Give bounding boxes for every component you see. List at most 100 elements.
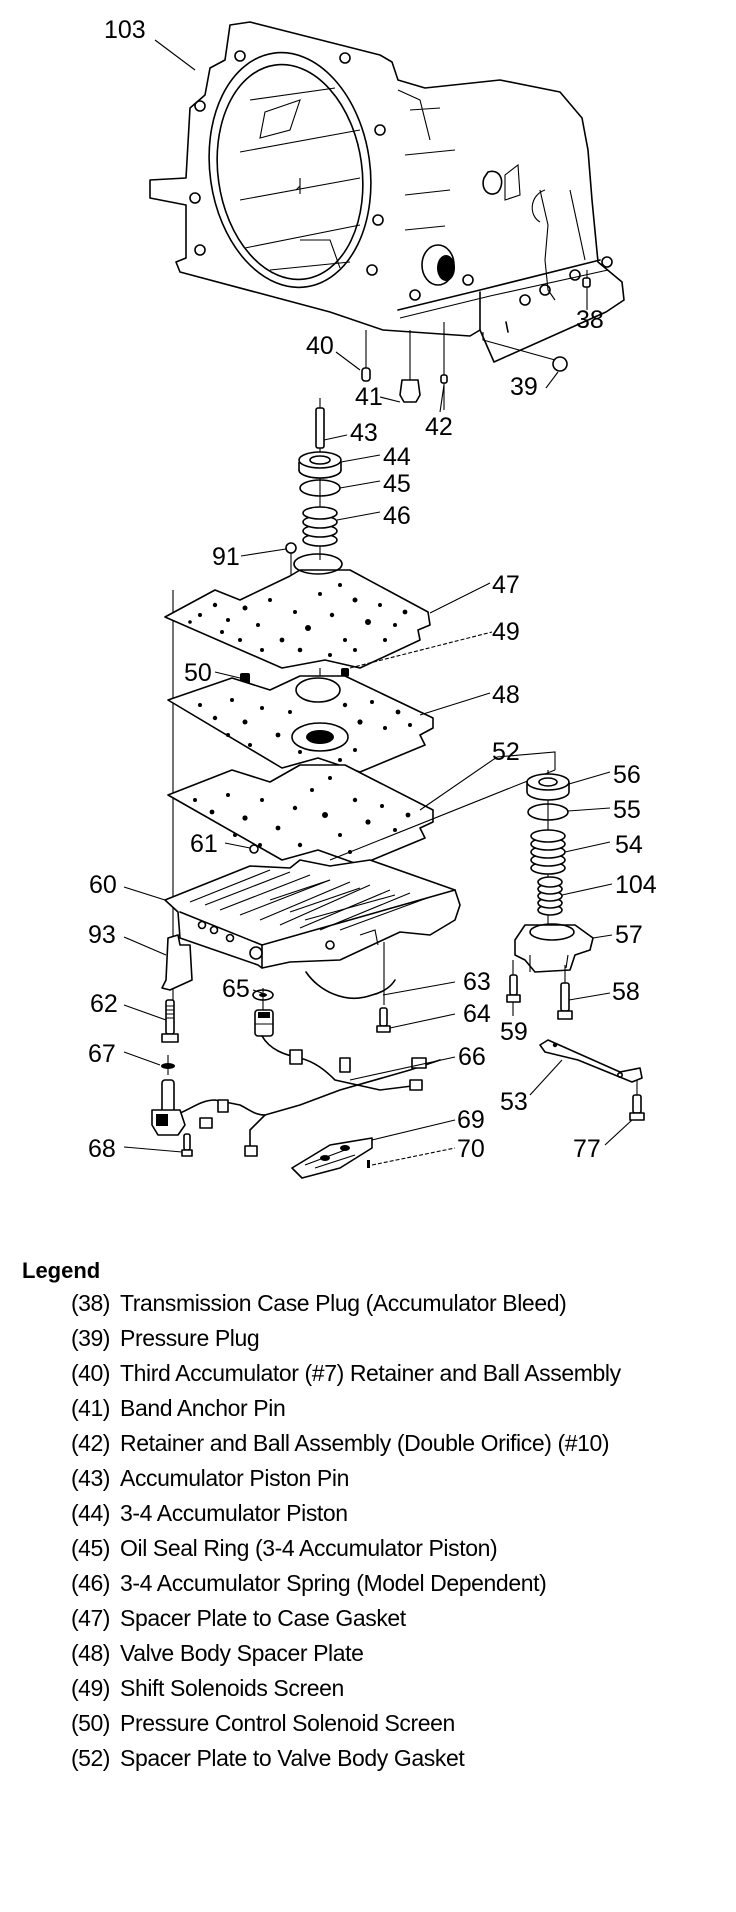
legend-item-description: Transmission Case Plug (Accumulator Blee… <box>120 1290 567 1316</box>
legend-item-description: Band Anchor Pin <box>120 1395 286 1421</box>
legend-item: (49)Shift Solenoids Screen <box>22 1673 722 1703</box>
legend-item: (43) Accumulator Piston Pin <box>22 1463 722 1493</box>
accumulator-piston-56 <box>526 771 611 801</box>
bolt-59 <box>506 960 521 1016</box>
legend-item-description: Spacer Plate to Case Gasket <box>120 1605 406 1631</box>
legend-item-description: Valve Body Spacer Plate <box>120 1640 364 1666</box>
callout-56: 56 <box>613 761 641 789</box>
callout-55: 55 <box>613 796 641 824</box>
bolt-77 <box>604 1080 645 1146</box>
legend-item: (42)Retainer and Ball Assembly (Double O… <box>22 1428 722 1458</box>
callout-69: 69 <box>457 1106 485 1134</box>
callout-93: 93 <box>88 921 116 949</box>
legend-list: (38)Transmission Case Plug (Accumulator … <box>22 1288 722 1773</box>
legend-item: (40)Third Accumulator (#7) Retainer and … <box>22 1358 722 1388</box>
callout-44: 44 <box>383 443 411 471</box>
seal-65 <box>252 988 274 1010</box>
filter-69 <box>291 1119 456 1179</box>
accumulator-spring-54 <box>530 829 611 875</box>
callout-38: 38 <box>576 306 604 334</box>
legend-item-description: 3-4 Accumulator Piston <box>120 1500 348 1526</box>
callout-57: 57 <box>615 921 643 949</box>
callout-70: 70 <box>457 1135 485 1163</box>
retainer-ball-40 <box>361 367 371 382</box>
retainer-ball-42 <box>440 374 448 384</box>
legend-title: Legend <box>22 1258 101 1283</box>
legend-item-description: Spacer Plate to Valve Body Gasket <box>120 1745 465 1771</box>
legend-item: (50)Pressure Control Solenoid Screen <box>22 1708 722 1738</box>
bracket-93 <box>161 934 193 991</box>
legend-item-description: 3-4 Accumulator Spring (Model Dependent) <box>120 1570 547 1596</box>
callout-47: 47 <box>492 571 520 599</box>
bracket-53 <box>529 1039 643 1096</box>
callout-104: 104 <box>615 871 657 899</box>
case-plug-38 <box>582 277 591 288</box>
legend-item-number: (46) <box>71 1570 110 1596</box>
valve-body-60 <box>164 859 461 969</box>
legend-item: (46) 3-4 Accumulator Spring (Model Depend… <box>22 1568 722 1598</box>
legend-item: (48) Valve Body Spacer Plate <box>22 1638 722 1668</box>
legend-item: (52) Spacer Plate to Valve Body Gasket <box>22 1743 722 1773</box>
callout-61: 61 <box>190 830 218 858</box>
bolt-62 <box>123 999 179 1043</box>
legend-item-number: (43) <box>71 1465 110 1491</box>
spacer-plate-to-valve-body-gasket-52 <box>167 751 556 866</box>
wiring-harness-66 <box>174 1035 456 1157</box>
callout-77: 77 <box>573 1135 601 1163</box>
transmission-case <box>149 21 625 363</box>
callout-40: 40 <box>306 332 334 360</box>
callout-52: 52 <box>492 738 520 766</box>
spacer-plate-to-case-gasket-47 <box>164 553 491 669</box>
callout-50: 50 <box>184 659 212 687</box>
legend-item: (39) Pressure Plug <box>22 1323 722 1353</box>
clip-63 <box>305 942 456 1005</box>
bolt-68 <box>123 1133 193 1157</box>
legend-item-number: (39) <box>71 1325 110 1351</box>
pin-70 <box>367 1147 456 1168</box>
legend-item-number: (45) <box>71 1535 110 1561</box>
exploded-view-diagram: 103 38 39 40 41 42 43 44 45 46 91 47 49 … <box>88 16 657 1179</box>
check-ball-91 <box>285 542 297 554</box>
legend-item-description: Accumulator Piston Pin <box>120 1465 349 1491</box>
legend-item-number: (41) <box>71 1395 110 1421</box>
callout-39: 39 <box>510 373 538 401</box>
oil-seal-ring-45 <box>299 479 381 497</box>
callout-42: 42 <box>425 413 453 441</box>
seal-67 <box>123 1051 175 1075</box>
legend-item-number: (48) <box>71 1640 110 1666</box>
pressure-plug-39 <box>552 356 568 372</box>
legend-item: (41) Band Anchor Pin <box>22 1393 722 1423</box>
callout-66: 66 <box>458 1043 486 1071</box>
callout-65: 65 <box>222 975 250 1003</box>
check-ball-61 <box>249 844 259 854</box>
legend-item-number: (44) <box>71 1500 110 1526</box>
callout-60: 60 <box>89 871 117 899</box>
legend-item-number: (42) <box>71 1430 110 1456</box>
callout-53: 53 <box>500 1088 528 1116</box>
callout-54: 54 <box>615 831 643 859</box>
legend-item-number: (40) <box>71 1360 110 1386</box>
accumulator-piston-44 <box>298 451 381 479</box>
valve-body-spacer-plate-48 <box>167 675 491 773</box>
legend-item-description: Pressure Plug <box>120 1325 260 1351</box>
legend-item-number: (52) <box>71 1745 110 1771</box>
band-anchor-pin-41 <box>399 379 421 403</box>
callout-68: 68 <box>88 1135 116 1163</box>
callout-46: 46 <box>383 502 411 530</box>
legend-item: (44) 3-4 Accumulator Piston <box>22 1498 722 1528</box>
legend-item: (45) Oil Seal Ring (3-4 Accumulator Pisto… <box>22 1533 722 1563</box>
legend-item: (38)Transmission Case Plug (Accumulator … <box>22 1288 722 1318</box>
callout-63: 63 <box>463 968 491 996</box>
pressure-control-solenoid <box>254 1009 274 1037</box>
accumulator-spring-46 <box>302 506 381 547</box>
accumulator-piston-pin-43 <box>315 407 325 449</box>
bolt-64 <box>376 1007 456 1033</box>
callout-41: 41 <box>355 383 383 411</box>
callout-91: 91 <box>212 543 240 571</box>
callout-59: 59 <box>500 1018 528 1046</box>
legend-item-number: (49) <box>71 1675 110 1701</box>
legend-item-description: Oil Seal Ring (3-4 Accumulator Piston) <box>120 1535 498 1561</box>
callout-58: 58 <box>612 978 640 1006</box>
legend-item-number: (50) <box>71 1710 110 1736</box>
legend-item-number: (47) <box>71 1605 110 1631</box>
